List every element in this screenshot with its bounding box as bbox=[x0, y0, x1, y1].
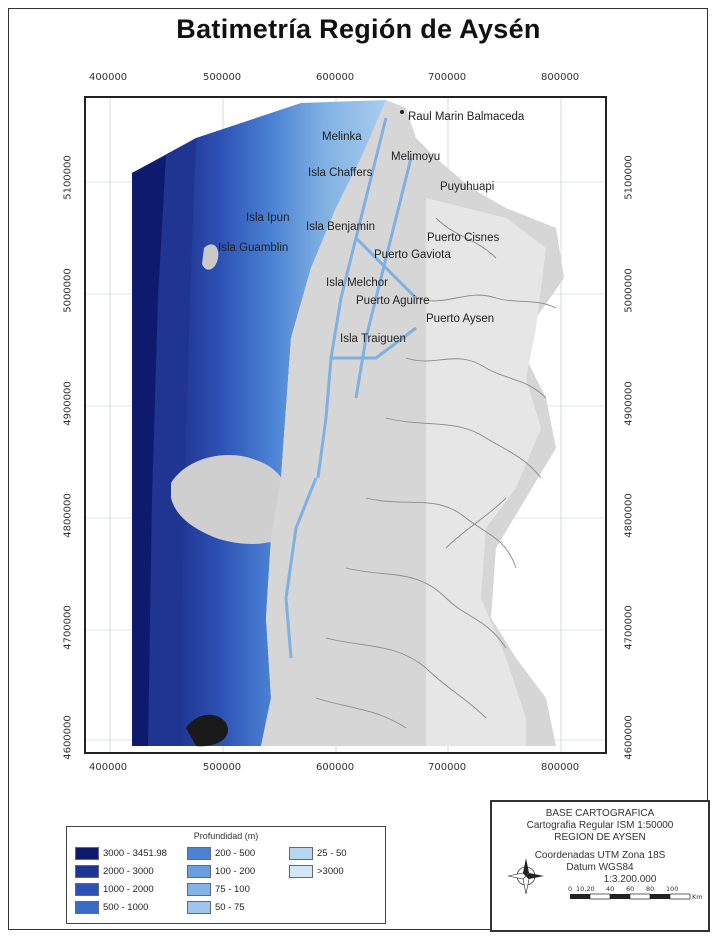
legend-label: 200 - 500 bbox=[215, 848, 256, 860]
legend-title: Profundidad (m) bbox=[193, 831, 259, 841]
deep-sea-band bbox=[132, 156, 166, 746]
bottom-tick: 500000 bbox=[203, 762, 242, 773]
mainland-east-shade bbox=[426, 198, 546, 746]
right-tick: 5100000 bbox=[623, 155, 635, 200]
bottom-tick: 800000 bbox=[541, 762, 580, 773]
place-isla-guamblin: Isla Guamblin bbox=[218, 242, 288, 254]
legend-swatch bbox=[187, 883, 211, 896]
info-scale: 1:3.200.000 bbox=[603, 874, 657, 885]
top-tick: 800000 bbox=[541, 72, 580, 83]
place-isla-traiguen: Isla Traiguen bbox=[340, 333, 406, 345]
info-base-cartografica: BASE CARTOGRAFICA bbox=[545, 808, 655, 819]
legend-label: 1000 - 2000 bbox=[103, 884, 154, 896]
scale-unit: Km bbox=[692, 893, 703, 901]
place-isla-chaffers: Isla Chaffers bbox=[308, 167, 373, 179]
map-frame[interactable]: Raul Marin Balmaceda Melinka Melimoyu Is… bbox=[84, 96, 607, 754]
scale-tick: 10,20 bbox=[576, 885, 595, 893]
scale-bar: 0 10,20 40 60 80 100 Km bbox=[566, 882, 706, 906]
legend-item: 200 - 500 bbox=[187, 847, 255, 861]
legend-swatch bbox=[187, 901, 211, 914]
place-labels: Raul Marin Balmaceda Melinka Melimoyu Is… bbox=[218, 110, 525, 345]
legend-swatch bbox=[289, 865, 313, 878]
legend-item: 1000 - 2000 bbox=[75, 883, 154, 897]
bottom-tick: 700000 bbox=[428, 762, 467, 773]
legend-swatch bbox=[75, 865, 99, 878]
legend-swatch bbox=[75, 847, 99, 860]
legend-item: 75 - 100 bbox=[187, 883, 250, 897]
top-tick: 700000 bbox=[428, 72, 467, 83]
legend-swatch bbox=[75, 901, 99, 914]
top-tick: 500000 bbox=[203, 72, 242, 83]
legend: Profundidad (m) 3000 - 3451.98 2000 - 30… bbox=[66, 826, 386, 924]
bottom-tick: 400000 bbox=[89, 762, 128, 773]
legend-item: >3000 bbox=[289, 865, 344, 879]
channels bbox=[284, 117, 418, 659]
legend-swatch bbox=[289, 847, 313, 860]
place-puyuhuapi: Puyuhuapi bbox=[440, 181, 494, 193]
legend-item: 50 - 75 bbox=[187, 901, 245, 915]
right-tick: 5000000 bbox=[623, 268, 635, 313]
place-isla-benjamin: Isla Benjamin bbox=[306, 221, 375, 233]
marker-dot bbox=[400, 110, 404, 114]
bathymetry-area bbox=[132, 100, 386, 746]
legend-label: 75 - 100 bbox=[215, 884, 250, 896]
legend-item: 100 - 200 bbox=[187, 865, 255, 879]
top-tick: 400000 bbox=[89, 72, 128, 83]
place-puerto-aysen: Puerto Aysen bbox=[426, 313, 494, 325]
info-cartografia-regular: Cartografia Regular ISM 1:50000 bbox=[526, 820, 674, 831]
mid-sea-band bbox=[148, 138, 196, 746]
legend-label: 25 - 50 bbox=[317, 848, 347, 860]
legend-label: 100 - 200 bbox=[215, 866, 256, 878]
legend-swatch bbox=[187, 865, 211, 878]
place-puerto-gaviota: Puerto Gaviota bbox=[374, 249, 451, 261]
right-tick: 4800000 bbox=[623, 493, 635, 538]
right-tick: 4600000 bbox=[623, 715, 635, 760]
compass-rose-icon bbox=[507, 858, 544, 895]
place-raul-marin-balmaceda: Raul Marin Balmaceda bbox=[408, 111, 525, 123]
info-region: REGION DE AYSEN bbox=[554, 832, 646, 843]
top-tick: 600000 bbox=[316, 72, 355, 83]
left-tick: 4900000 bbox=[62, 381, 74, 426]
island-guamblin bbox=[202, 244, 219, 270]
scale-tick: 0 bbox=[568, 885, 572, 893]
scale-tick: 80 bbox=[646, 885, 654, 893]
legend-label: >3000 bbox=[317, 866, 344, 878]
rivers bbox=[315, 217, 557, 729]
map-canvas[interactable]: Raul Marin Balmaceda Melinka Melimoyu Is… bbox=[86, 98, 605, 752]
scale-tick: 40 bbox=[606, 885, 614, 893]
legend-label: 500 - 1000 bbox=[103, 902, 149, 914]
legend-item: 25 - 50 bbox=[289, 847, 347, 861]
page-frame bbox=[8, 8, 708, 930]
info-coordinates: Coordenadas UTM Zona 18S bbox=[534, 850, 666, 861]
right-tick: 4900000 bbox=[623, 381, 635, 426]
legend-label: 3000 - 3451.98 bbox=[103, 848, 167, 860]
place-melimoyu: Melimoyu bbox=[391, 151, 440, 163]
info-datum: Datum WGS84 bbox=[566, 862, 634, 873]
place-isla-ipun: Isla Ipun bbox=[246, 212, 289, 224]
scale-tick: 100 bbox=[666, 885, 678, 893]
southern-ice-field bbox=[186, 714, 228, 747]
legend-item: 3000 - 3451.98 bbox=[75, 847, 167, 861]
place-puerto-aguirre: Puerto Aguirre bbox=[356, 295, 430, 307]
legend-label: 2000 - 3000 bbox=[103, 866, 154, 878]
place-isla-melchor: Isla Melchor bbox=[326, 277, 388, 289]
scale-tick: 60 bbox=[626, 885, 634, 893]
place-melinka: Melinka bbox=[322, 131, 362, 143]
left-tick: 4600000 bbox=[62, 715, 74, 760]
scale-bar-graphic: 0 10,20 40 60 80 100 Km bbox=[568, 885, 703, 901]
legend-label: 50 - 75 bbox=[215, 902, 245, 914]
legend-item: 2000 - 3000 bbox=[75, 865, 154, 879]
legend-swatch bbox=[75, 883, 99, 896]
bottom-tick: 600000 bbox=[316, 762, 355, 773]
right-tick: 4700000 bbox=[623, 605, 635, 650]
left-tick: 4800000 bbox=[62, 493, 74, 538]
peninsula-taitao bbox=[171, 454, 293, 544]
legend-item: 500 - 1000 bbox=[75, 901, 148, 915]
map-title: Batimetría Región de Aysén bbox=[176, 14, 541, 44]
place-puerto-cisnes: Puerto Cisnes bbox=[427, 232, 499, 244]
legend-swatch bbox=[187, 847, 211, 860]
left-tick: 5100000 bbox=[62, 155, 74, 200]
left-tick: 4700000 bbox=[62, 605, 74, 650]
left-tick: 5000000 bbox=[62, 268, 74, 313]
